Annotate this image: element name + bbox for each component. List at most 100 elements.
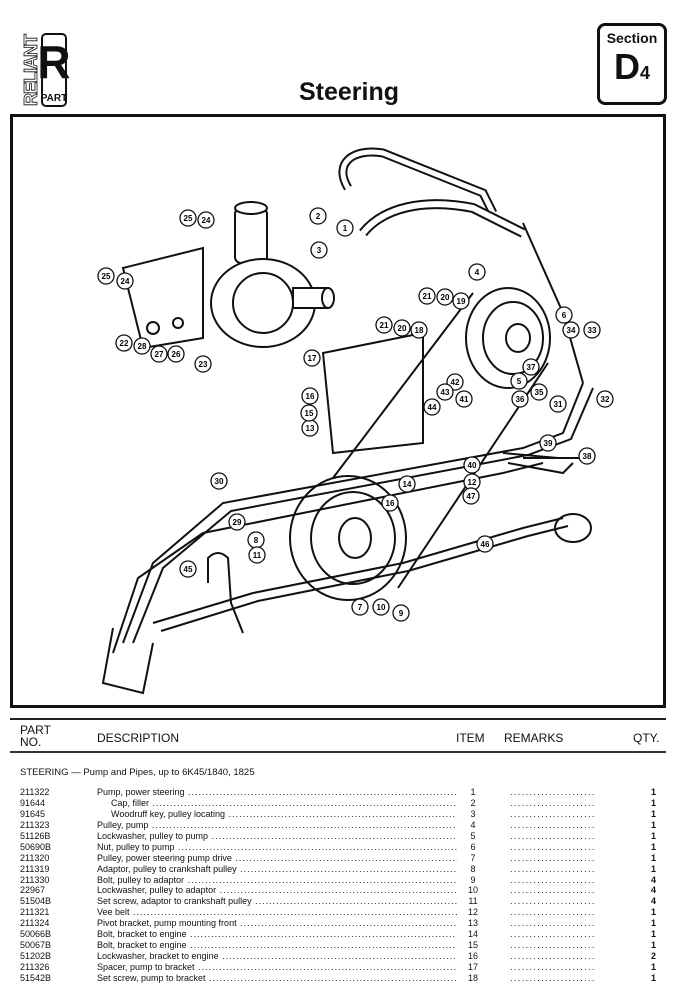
callout-label: 45 (184, 565, 193, 574)
callout-label: 43 (441, 388, 450, 397)
remarks: ...................... (510, 962, 596, 972)
part-description: Set screw, pump to bracket (97, 973, 457, 984)
callout-label: 21 (380, 321, 389, 330)
callout-circle (410, 321, 428, 339)
item-number: 4 (470, 819, 476, 830)
quantity: 1 (650, 972, 656, 983)
remarks: ...................... (510, 940, 596, 951)
page-title: Steering (298, 78, 400, 106)
callout-label: 23 (199, 360, 208, 369)
callout-11: 11 (248, 546, 266, 564)
callout-1: 1 (336, 219, 354, 237)
callout-label: 34 (567, 326, 576, 335)
callout-25: 25 (179, 209, 197, 227)
callout-circle (210, 472, 228, 490)
callout-circle (228, 513, 246, 531)
part-description: Cap, filler (111, 798, 457, 809)
header-description: DESCRIPTION (97, 731, 180, 745)
quantity: 1 (650, 962, 656, 972)
callout-32: 32 (596, 390, 614, 408)
part-number: 51202B (20, 951, 52, 962)
item-number: 7 (470, 852, 476, 863)
callout-36: 36 (511, 390, 529, 408)
table-header-rule (10, 751, 666, 753)
callout-circle (310, 241, 328, 259)
part-number: 211326 (20, 962, 50, 972)
callout-38: 38 (578, 447, 596, 465)
callout-circle (351, 598, 369, 616)
callout-circle (455, 390, 473, 408)
quantity: 1 (650, 819, 656, 830)
header-remarks: REMARKS (504, 731, 564, 745)
callout-circle (179, 560, 197, 578)
callout-label: 2 (316, 212, 321, 221)
callout-label: 22 (120, 339, 129, 348)
callout-label: 44 (428, 403, 437, 412)
group-heading: STEERING — Pump and Pipes, up to 6K45/18… (20, 767, 255, 778)
callout-label: 38 (583, 452, 592, 461)
callout-label: 5 (517, 377, 522, 386)
callout-circle (133, 337, 151, 355)
part-description: Pump, power steering (97, 787, 457, 798)
steering-pump-illustration: 1234567891011121314151616171819202021212… (97, 147, 614, 695)
part-number: 22967 (20, 885, 46, 896)
callout-label: 29 (233, 518, 242, 527)
callout-circle (511, 390, 529, 408)
callout-label: 46 (481, 540, 490, 549)
callout-2: 2 (309, 207, 327, 225)
callout-circle (194, 355, 212, 373)
remarks: ...................... (510, 852, 596, 863)
callout-8: 8 (247, 531, 265, 549)
part-description: Set screw, adaptor to crankshaft pulley (97, 896, 457, 907)
callout-label: 18 (415, 326, 424, 335)
callout-label: 39 (544, 439, 553, 448)
callout-circle (468, 263, 486, 281)
callout-37: 37 (522, 358, 540, 376)
remarks: ...................... (510, 951, 596, 962)
part-description: Bolt, bracket to engine (97, 940, 457, 951)
part-number: 211319 (20, 863, 50, 874)
part-description: Vee belt (97, 907, 457, 918)
callout-label: 35 (535, 388, 544, 397)
callout-34: 34 (562, 321, 580, 339)
item-number: 3 (470, 808, 476, 819)
part-description: Lockwasher, bracket to engine (97, 951, 457, 962)
item-number: 18 (467, 972, 478, 983)
callout-13: 13 (301, 419, 319, 437)
callout-label: 42 (451, 378, 460, 387)
callout-19: 19 (452, 292, 470, 310)
callout-circle (452, 292, 470, 310)
callout-40: 40 (463, 456, 481, 474)
callout-28: 28 (133, 337, 151, 355)
callout-4: 4 (468, 263, 486, 281)
callout-47: 47 (462, 487, 480, 505)
callout-circle (436, 383, 454, 401)
callout-circle (392, 604, 410, 622)
part-number: 211321 (20, 907, 50, 918)
callout-7: 7 (351, 598, 369, 616)
remarks: ...................... (510, 972, 596, 983)
part-number: 91644 (20, 797, 46, 808)
callout-label: 27 (155, 350, 164, 359)
part-number: 50690B (20, 841, 52, 852)
remarks: ...................... (510, 787, 596, 797)
callout-label: 26 (172, 350, 181, 359)
callout-label: 36 (516, 395, 525, 404)
item-number: 11 (468, 896, 478, 907)
callout-label: 24 (202, 216, 211, 225)
callout-10: 10 (372, 598, 390, 616)
part-description: Lockwasher, pulley to pump (97, 831, 457, 842)
callout-label: 11 (253, 551, 262, 560)
item-number: 6 (470, 841, 476, 852)
part-description: Bolt, bracket to engine (97, 929, 457, 940)
item-number: 14 (467, 929, 478, 940)
item-number: 17 (467, 962, 478, 972)
remarks: ...................... (510, 819, 596, 830)
callout-circle (336, 219, 354, 237)
